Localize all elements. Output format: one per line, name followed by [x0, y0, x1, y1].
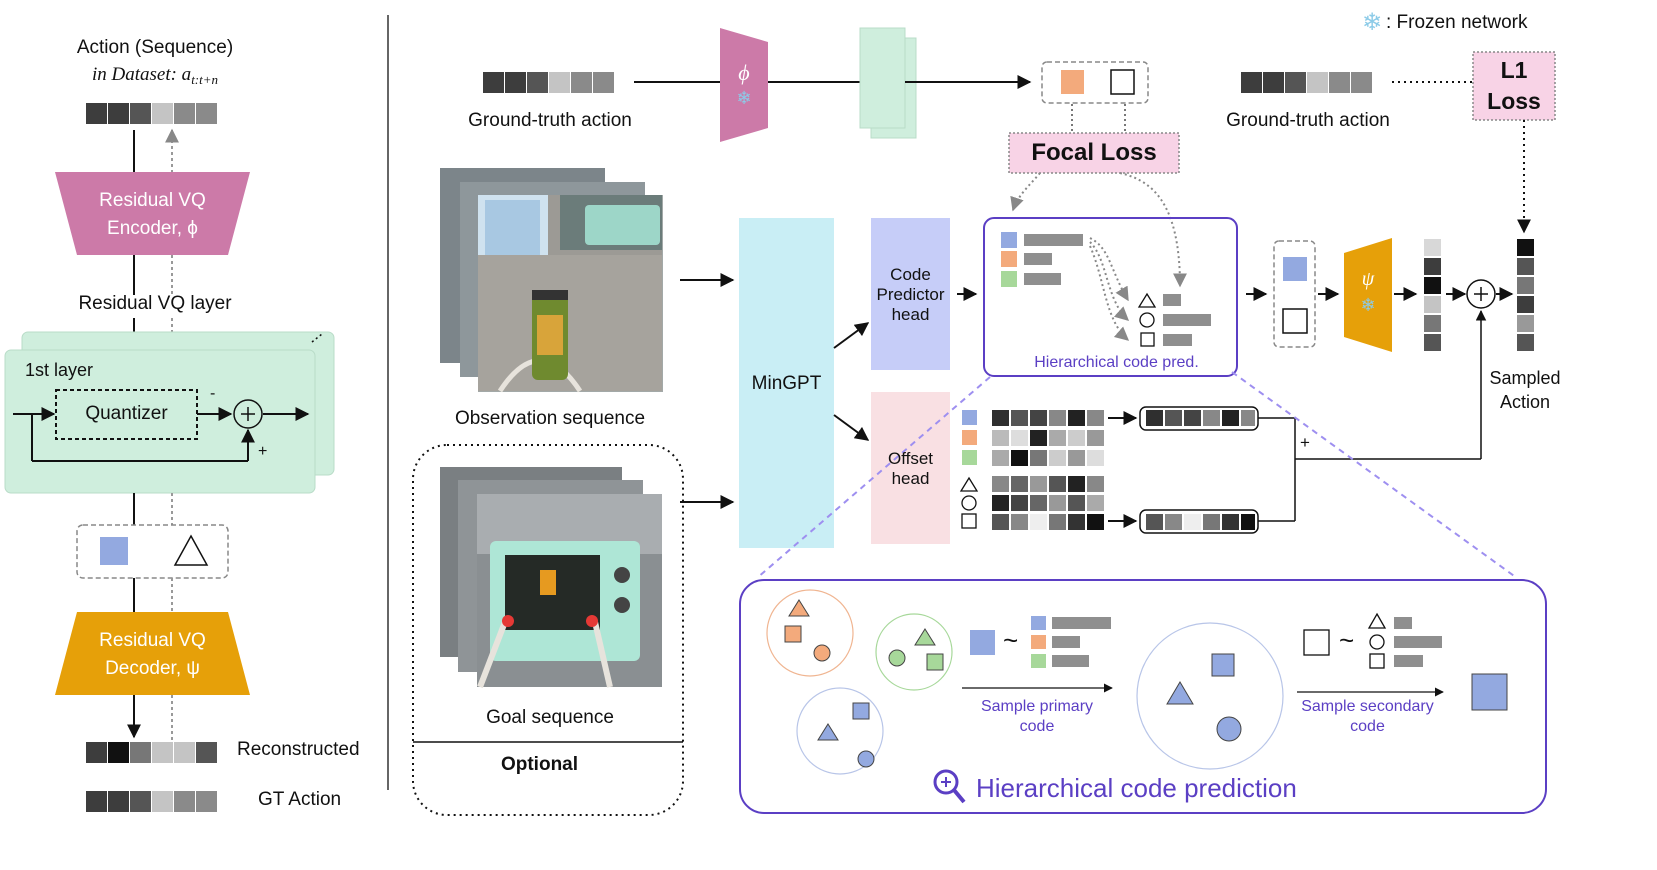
residual-vq-layer-label: Residual VQ layer — [78, 293, 232, 314]
offset-head-line2: head — [891, 469, 930, 488]
focal-loss-box — [1008, 132, 1180, 174]
action-title-line2: in Dataset: at:t+n — [40, 64, 270, 88]
gt-codes-box — [1041, 61, 1149, 104]
plus-sign-left: + — [258, 443, 268, 460]
hierarchical-code-prediction-panel — [739, 579, 1547, 814]
snowflake-icon-legend: ❄ — [1362, 9, 1382, 36]
mingpt-label: MinGPT — [751, 373, 822, 394]
quantizer-label: Quantizer — [85, 403, 168, 424]
reconstructed-label: Reconstructed — [237, 739, 360, 760]
encoder-label-line1: Residual VQ — [99, 190, 206, 211]
code-head-line2: Predictor — [876, 285, 945, 304]
codes-box-left — [76, 524, 229, 579]
tilde-secondary: ~ — [1339, 625, 1355, 655]
tilde-primary: ~ — [1003, 625, 1019, 655]
snowflake-icon-phi: ❄ — [736, 88, 752, 108]
gt-action-label-top-left: Ground-truth action — [468, 110, 632, 131]
l1-loss-line1: L1 — [1500, 57, 1528, 83]
encoder-label-line2: Encoder, ϕ — [107, 218, 198, 239]
sampled-action-line1: Sampled — [1489, 368, 1561, 388]
decoder-label-line1: Residual VQ — [99, 630, 206, 651]
gt-action-bar-top-left — [483, 72, 614, 93]
offset-matrix-primary — [992, 410, 1104, 466]
offset-head-line1: Offset — [887, 449, 934, 468]
gt-action-label-top-right: Ground-truth action — [1226, 110, 1390, 131]
observation-sequence-label: Observation sequence — [454, 408, 646, 429]
code-head-line3: head — [891, 305, 930, 324]
reconstructed-bar — [86, 742, 217, 763]
action-title-line1: Action (Sequence) — [76, 37, 234, 58]
psi-symbol: ψ — [1361, 268, 1375, 290]
minus-sign: - — [210, 385, 216, 402]
residual-vq-decoder — [55, 612, 250, 695]
gt-action-bar-top-right — [1241, 72, 1372, 93]
gt-action-bar — [86, 791, 217, 812]
sum-circle-left — [233, 399, 263, 429]
decoded-action-column — [1424, 239, 1441, 351]
observation-image — [478, 195, 662, 393]
first-layer-label: 1st layer — [25, 360, 94, 380]
sample-secondary-line1: Sample secondary — [1301, 698, 1434, 715]
sampled-code-result — [1471, 673, 1508, 711]
sample-secondary-line2: code — [1350, 718, 1385, 735]
magnifier-icon — [933, 769, 966, 804]
residual-vq-layer-front — [4, 349, 316, 494]
decoder-label-line2: Decoder, ψ — [105, 658, 200, 679]
layer-stack-top-front — [859, 27, 906, 129]
action-title-text: in Dataset: a — [91, 64, 192, 85]
l1-loss-box — [1472, 51, 1556, 121]
residual-vq-encoder — [55, 172, 250, 255]
action-title-subscript: t:t+n — [191, 72, 219, 87]
code-head-line1: Code — [890, 265, 931, 284]
sampled-action-column — [1517, 239, 1534, 351]
l1-loss-line2: Loss — [1487, 88, 1541, 114]
hierarchical-code-pred-caption: Hierarchical code pred. — [1034, 354, 1199, 371]
sample-primary-line2: code — [1019, 718, 1055, 735]
sample-primary-line1: Sample primary — [980, 698, 1094, 715]
focal-loss-label: Focal Loss — [1031, 139, 1157, 166]
hierarchical-code-prediction-title: Hierarchical code prediction — [976, 773, 1297, 803]
gt-action-label: GT Action — [258, 789, 342, 810]
offset-head — [871, 392, 950, 544]
goal-sequence-label: Goal sequence — [486, 707, 614, 728]
quantizer-box — [55, 389, 198, 440]
code-predictor-head — [871, 218, 950, 370]
phi-encoder-frozen — [720, 28, 768, 142]
plus-sign-offset: + — [1300, 433, 1310, 452]
sum-circle-right — [1466, 279, 1496, 309]
hierarchical-code-pred-box — [983, 217, 1238, 377]
sampled-action-line2: Action — [1499, 392, 1551, 412]
frozen-network-legend: : Frozen network — [1386, 12, 1528, 33]
optional-label: Optional — [500, 754, 579, 775]
action-sequence-bar — [86, 103, 217, 124]
offset-matrix-secondary — [992, 476, 1104, 530]
predicted-codes-box — [1273, 240, 1316, 348]
psi-decoder-frozen — [1344, 238, 1392, 352]
mingpt-block — [739, 218, 834, 548]
goal-image — [477, 494, 662, 689]
snowflake-icon-psi: ❄ — [1360, 295, 1376, 315]
phi-symbol: ϕ — [738, 60, 750, 85]
